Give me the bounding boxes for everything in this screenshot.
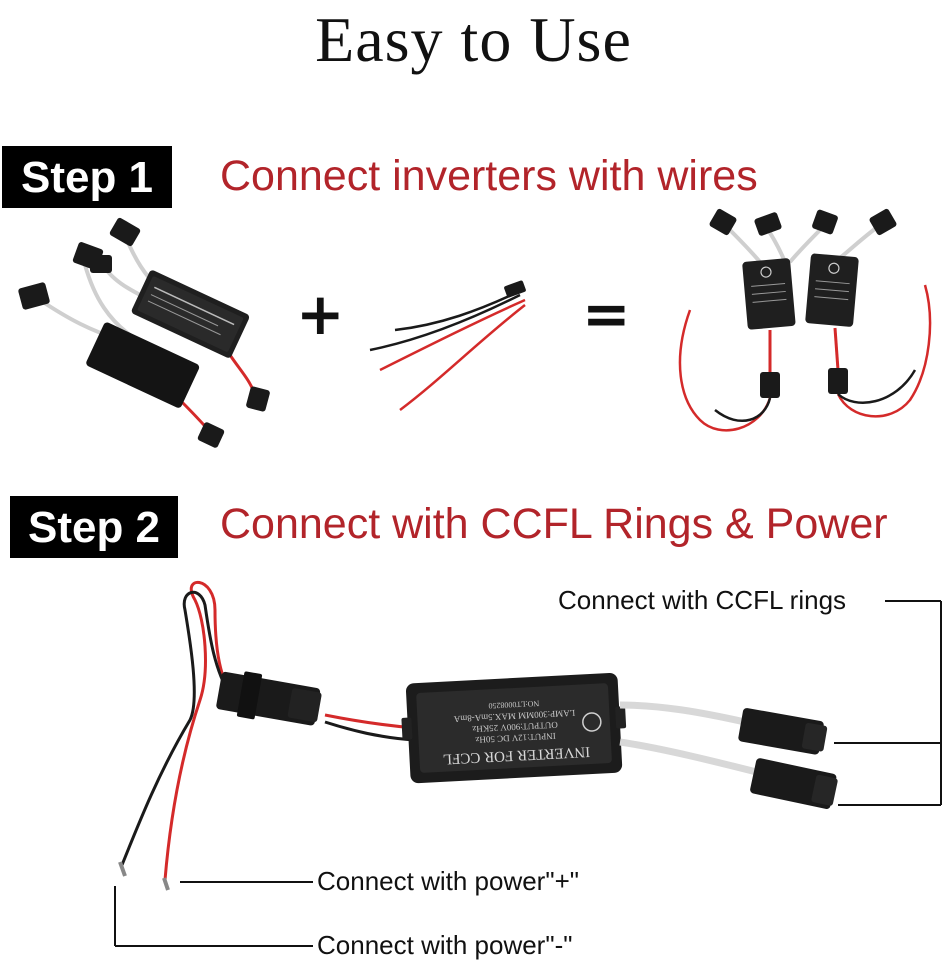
inverter-pair-image [18,217,270,448]
ccfl-connector-bottom [750,758,838,809]
callout-power-minus: Connect with power"-" [317,930,573,960]
inverter-label-line3: OUTPUT:900V 25KHz [472,720,558,734]
step1-heading: Connect inverters with wires [220,152,758,200]
equals-sign: = [582,280,631,348]
inverter-label-line2: INPUT:12V DC 50Hz [475,731,556,745]
callout-power-plus: Connect with power"+" [317,866,579,896]
ccfl-inverter-image: INVERTER FOR CCFL INPUT:12V DC 50Hz OUTP… [118,581,838,891]
step2-badge: Step 2 [10,496,178,558]
callout-ccfl-rings: Connect with CCFL rings [558,585,847,615]
connected-inverters-image [678,208,932,432]
page-title: Easy to Use [315,4,632,75]
inverter-label-line5: NO:LT0008250 [488,699,539,711]
plus-sign: + [296,280,345,348]
step1-badge: Step 1 [2,146,172,208]
step2-heading: Connect with CCFL Rings & Power [220,500,888,548]
inverter-label-line1: INVERTER FOR CCFL [442,743,590,767]
callout-lines [114,600,942,947]
ccfl-connector-top [738,708,828,755]
wire-harness-image [369,280,526,411]
